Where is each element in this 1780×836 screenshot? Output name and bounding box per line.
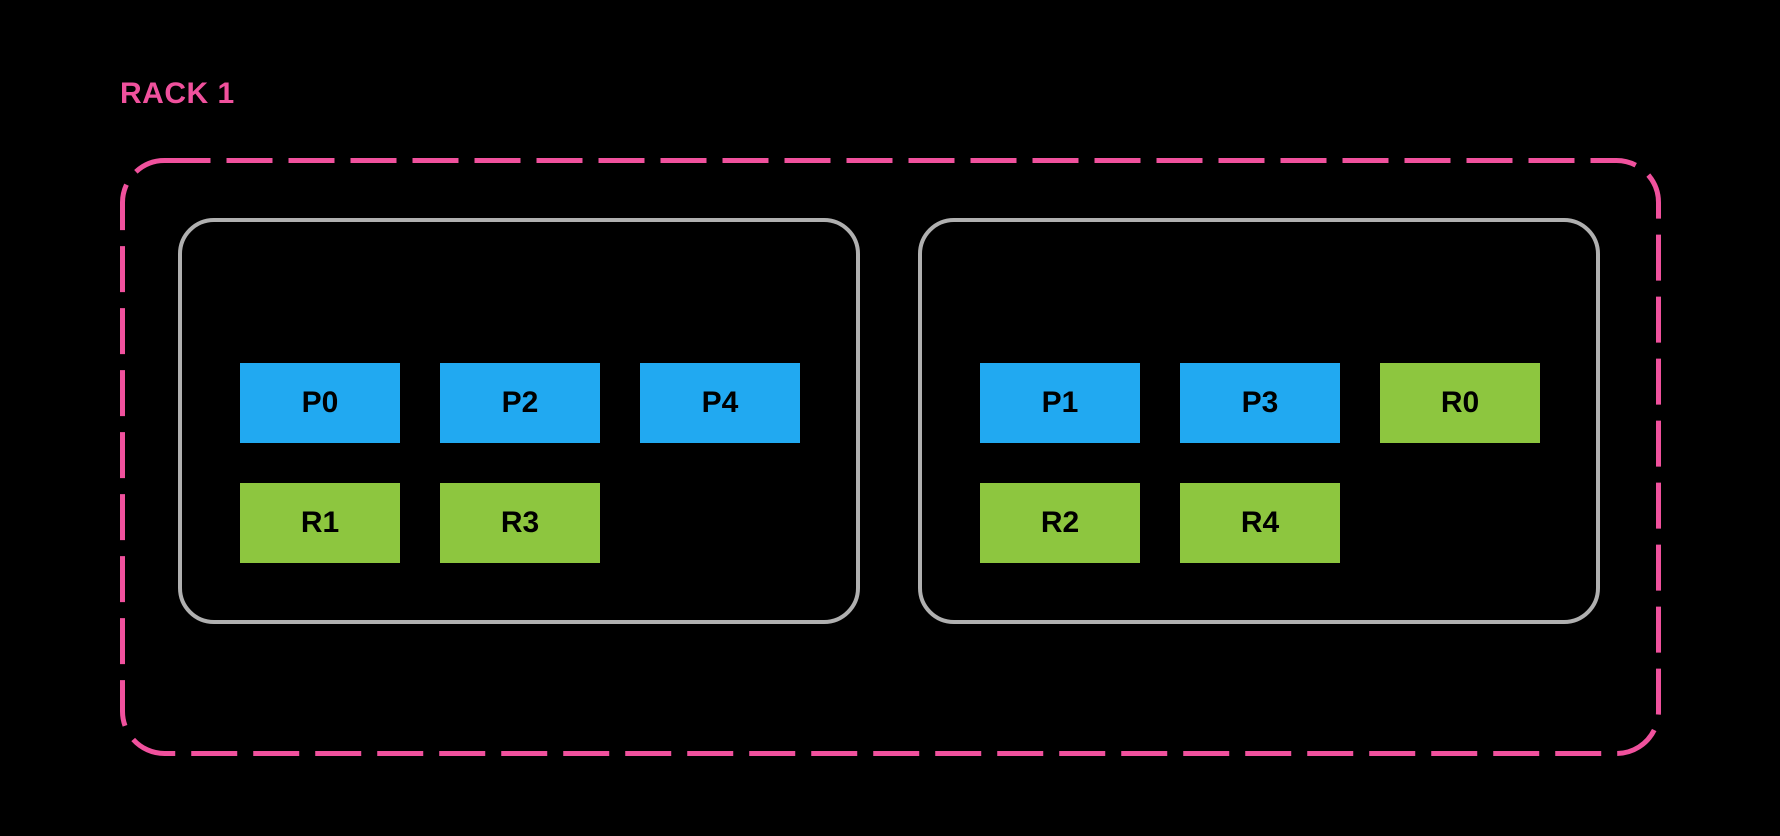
- partition-box-p4: P4: [640, 363, 800, 443]
- partition-box-p3: P3: [1180, 363, 1340, 443]
- partition-box-p2: P2: [440, 363, 600, 443]
- rack-title: RACK 1: [120, 77, 235, 110]
- replica-box-r3: R3: [440, 483, 600, 563]
- replica-box-r0: R0: [1380, 363, 1540, 443]
- partition-box-p1: P1: [980, 363, 1140, 443]
- replica-box-r4: R4: [1180, 483, 1340, 563]
- node-1-container: [178, 218, 860, 624]
- replica-box-r1: R1: [240, 483, 400, 563]
- node-2-container: [918, 218, 1600, 624]
- partition-box-p0: P0: [240, 363, 400, 443]
- rack-dashed-rect: [120, 158, 1661, 756]
- replica-box-r2: R2: [980, 483, 1140, 563]
